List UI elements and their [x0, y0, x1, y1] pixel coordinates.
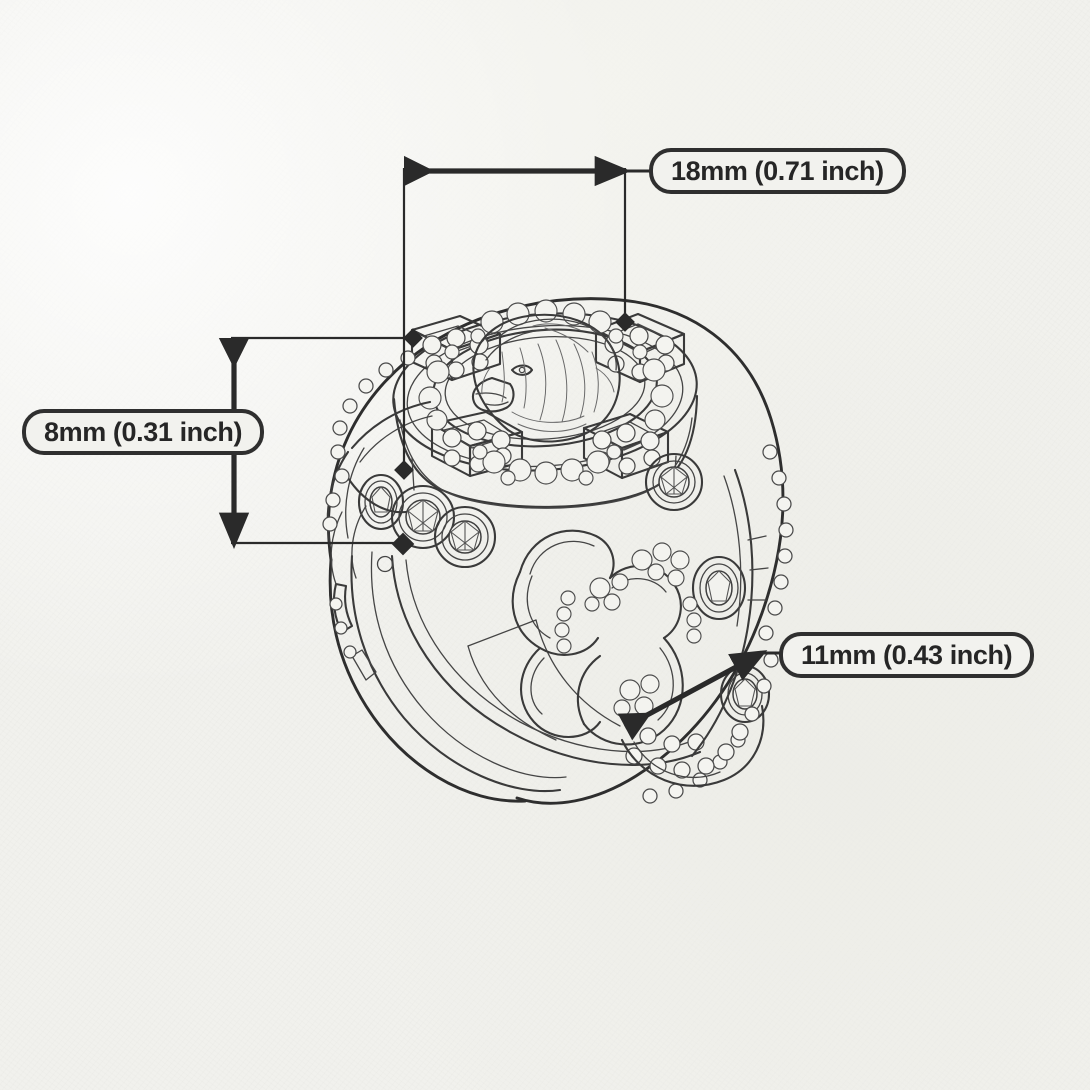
depth-dimension-group	[617, 650, 781, 741]
depth-dimension-line	[617, 650, 768, 741]
depth-dimension-label[interactable]: 11mm (0.43 inch)	[779, 632, 1035, 678]
height-dimension-group	[218, 328, 423, 556]
width-dimension-group	[394, 155, 651, 480]
height-reference-point-bottom	[391, 532, 415, 556]
height-dimension-label[interactable]: 8mm (0.31 inch)	[22, 409, 265, 455]
pave-stone-ring	[418, 299, 674, 486]
width-reference-point-left	[394, 460, 414, 480]
width-dimension-label[interactable]: 18mm (0.71 inch)	[649, 148, 906, 194]
eagle-head-relief	[472, 313, 621, 443]
height-reference-point-top	[403, 328, 423, 348]
width-reference-point	[615, 312, 635, 332]
ring-body-outline	[327, 297, 785, 805]
